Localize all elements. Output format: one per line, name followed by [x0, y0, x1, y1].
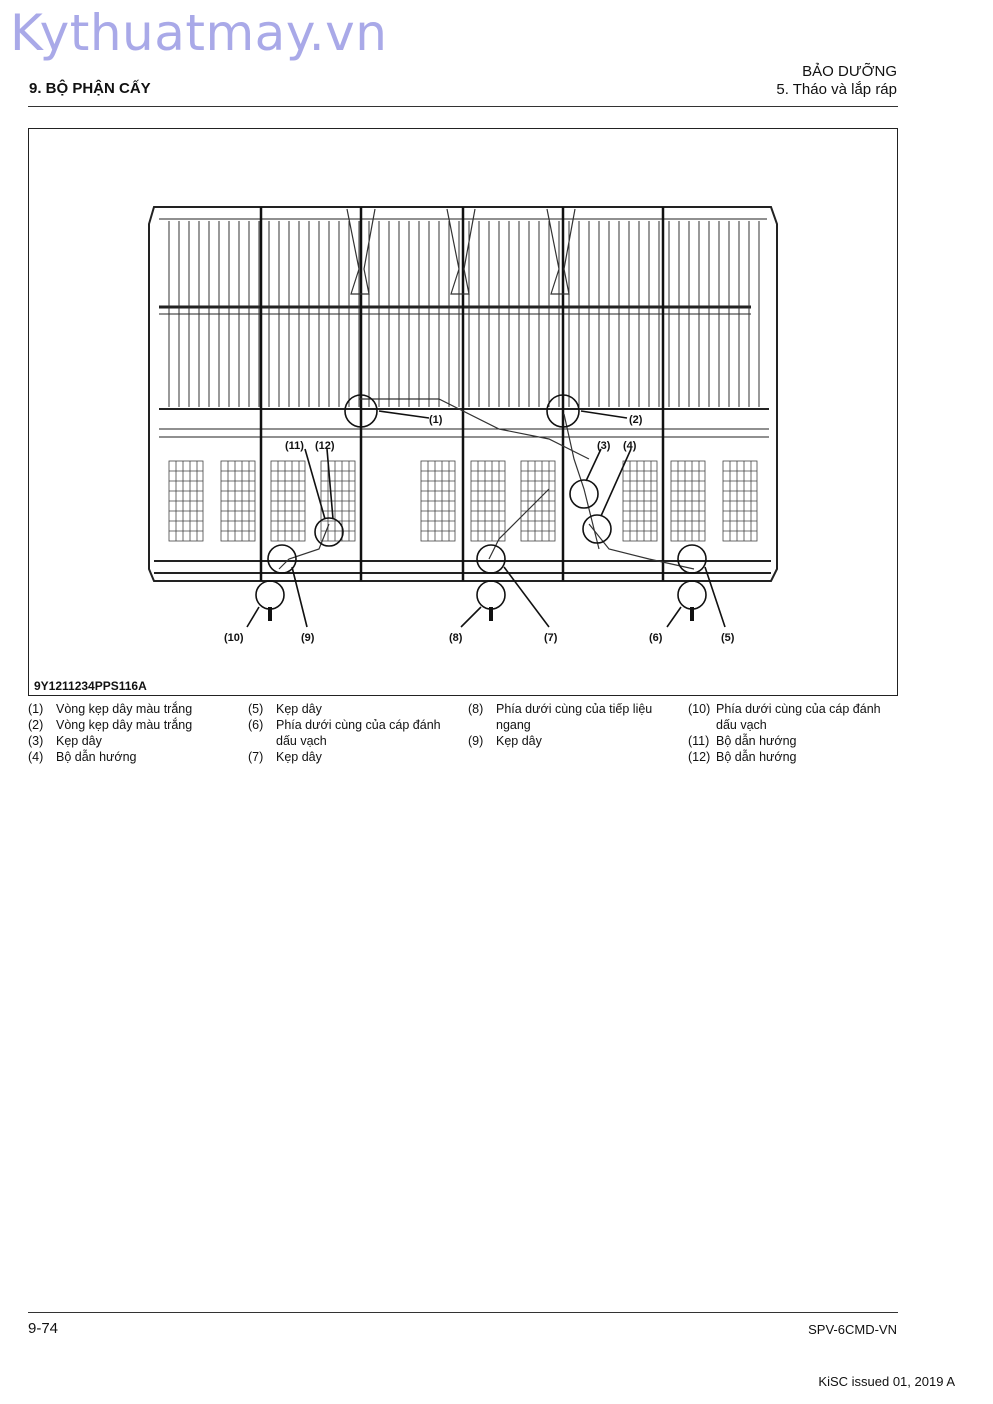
legend-item: (12)Bộ dẫn hướng	[688, 750, 797, 764]
callout-6: (6)	[649, 632, 663, 644]
callout-2: (2)	[629, 414, 643, 426]
legend-item: (3)Kẹp dây	[28, 734, 102, 748]
issue-note: KiSC issued 01, 2019 A	[818, 1374, 955, 1389]
callout-11: (11)	[285, 440, 304, 452]
legend-column-3: (8)Phía dưới cùng của tiếp liệu ngang (9…	[468, 701, 683, 749]
callout-5: (5)	[721, 632, 735, 644]
watermark-logo: Kythuatmay.vn	[10, 4, 388, 62]
page-number: 9-74	[28, 1320, 59, 1337]
legend-column-1: (1)Vòng kẹp dây màu trắng (2)Vòng kẹp dâ…	[28, 701, 243, 765]
chapter-heading: BẢO DƯỠNG 5. Tháo và lắp ráp	[776, 63, 897, 99]
callout-9: (9)	[301, 632, 315, 644]
subchapter-title: 5. Tháo và lắp ráp	[776, 81, 897, 98]
document-id: SPV-6CMD-VN	[808, 1322, 897, 1337]
legend-item: (1)Vòng kẹp dây màu trắng	[28, 702, 193, 716]
legend-item: (2)Vòng kẹp dây màu trắng	[28, 718, 193, 732]
callout-1: (1)	[429, 414, 443, 426]
header-rule	[28, 106, 898, 107]
chapter-title: BẢO DƯỠNG	[802, 63, 897, 80]
legend-item: (8)Phía dưới cùng của tiếp liệu ngang	[468, 702, 653, 732]
legend-column-4: (10)Phía dưới cùng của cáp đánh dấu vạch…	[688, 701, 903, 765]
legend-item: (4)Bộ dẫn hướng	[28, 750, 137, 764]
figure-code: 9Y1211234PPS116A	[34, 679, 147, 693]
section-title: 9. BỘ PHẬN CẤY	[29, 80, 151, 97]
callout-3: (3)	[597, 440, 611, 452]
callout-12: (12)	[315, 440, 335, 452]
legend-item: (10)Phía dưới cùng của cáp đánh dấu vạch	[688, 702, 881, 732]
legend-item: (6)Phía dưới cùng của cáp đánh dấu vạch	[248, 718, 441, 748]
legend-item: (9)Kẹp dây	[468, 734, 542, 748]
figure-frame: (1) (2) (3) (4) (5) (6) (7) (8) (9) (10)…	[28, 128, 898, 696]
callout-7: (7)	[544, 632, 558, 644]
callout-4: (4)	[623, 440, 637, 452]
legend-item: (11)Bộ dẫn hướng	[688, 734, 797, 748]
legend-item: (5)Kẹp dây	[248, 702, 322, 716]
footer-rule	[28, 1312, 898, 1313]
legend-column-2: (5)Kẹp dây (6)Phía dưới cùng của cáp đán…	[248, 701, 463, 765]
callout-8: (8)	[449, 632, 463, 644]
planting-unit-diagram: (1) (2) (3) (4) (5) (6) (7) (8) (9) (10)…	[148, 206, 778, 644]
callout-10: (10)	[224, 632, 244, 644]
legend-item: (7)Kẹp dây	[248, 750, 322, 764]
